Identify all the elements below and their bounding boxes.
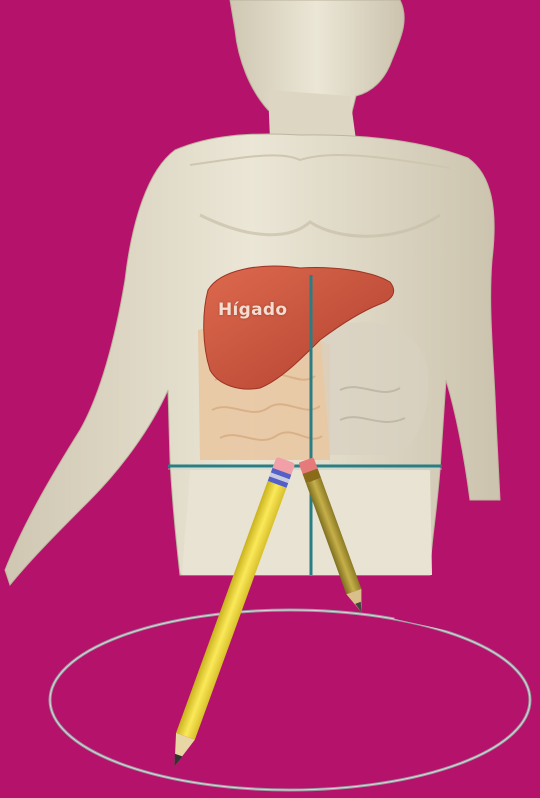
- neck: [268, 90, 356, 140]
- colon-right: [320, 322, 429, 455]
- drawn-circle: [50, 610, 530, 790]
- liver-label: Hígado: [218, 300, 287, 320]
